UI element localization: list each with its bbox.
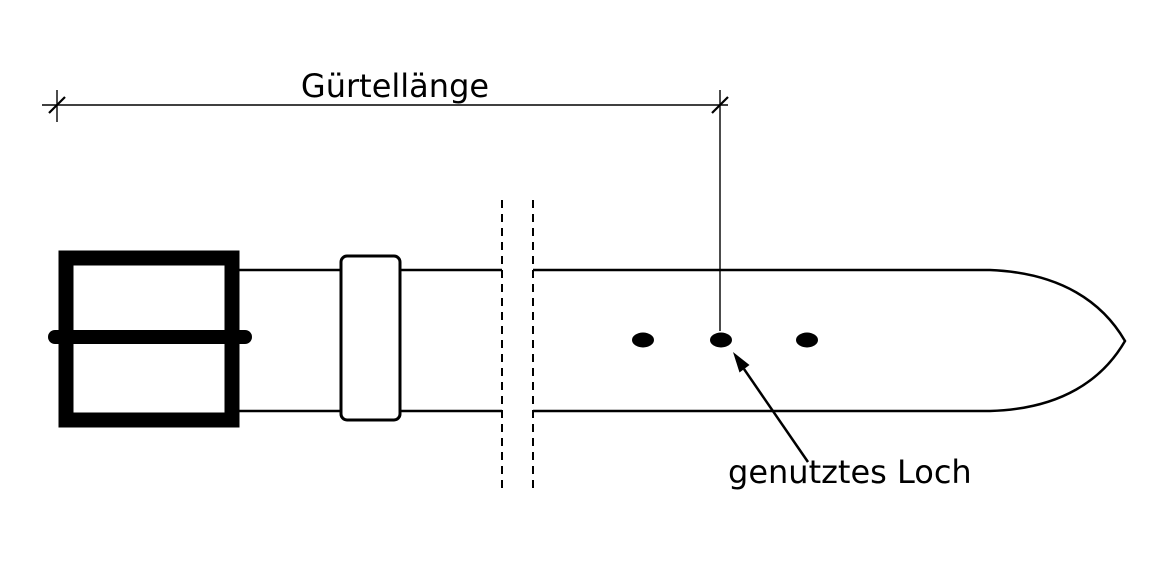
strap-right-segment-with-tip — [533, 268, 1127, 413]
dimension-label: Gürtellänge — [301, 67, 489, 105]
belt-hole-2-used — [710, 332, 732, 348]
break-lines — [501, 200, 534, 490]
hole-pointer-line — [742, 368, 810, 463]
dimension-group — [42, 90, 729, 331]
dimension-tick-right — [711, 96, 729, 114]
belt-loop — [339, 254, 402, 422]
hole-label: genutztes Loch — [728, 453, 972, 491]
hole-pointer — [733, 352, 810, 463]
belt-hole-1 — [632, 332, 654, 348]
dimension-tick-left — [48, 96, 66, 114]
belt-hole-3 — [796, 332, 818, 348]
belt-holes — [632, 332, 818, 348]
hole-pointer-arrowhead — [733, 352, 750, 373]
